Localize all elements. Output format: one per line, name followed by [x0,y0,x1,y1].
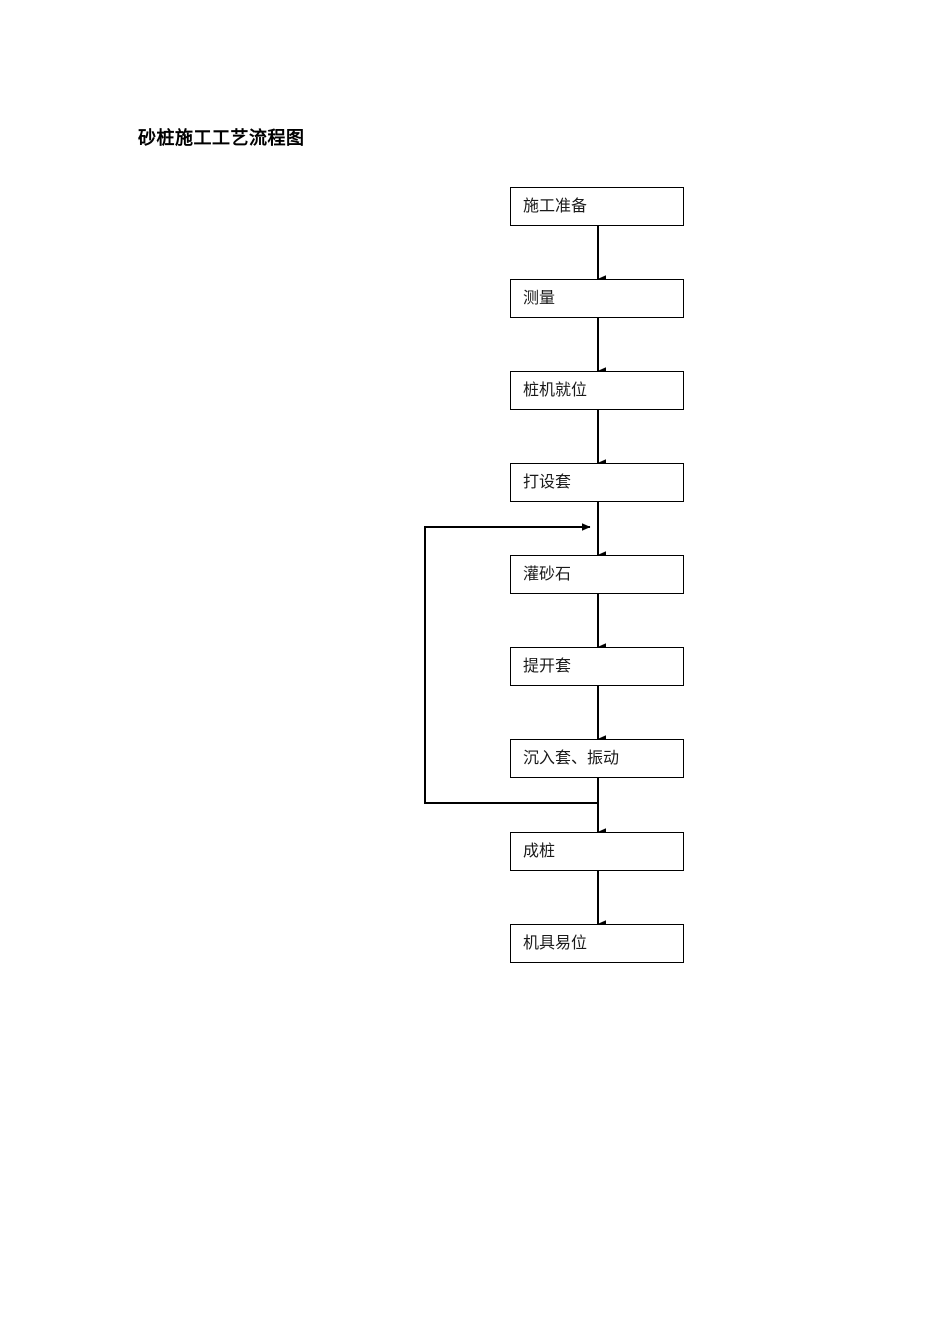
flow-node-zhuangji-jiuwei[interactable]: 桩机就位 [510,371,684,410]
flow-node-label: 机具易位 [523,934,588,952]
flow-node-shigong-zhunbei[interactable]: 施工准备 [510,187,684,226]
flow-node-chengzhuang[interactable]: 成桩 [510,832,684,871]
flow-node-label: 打设套 [523,473,572,491]
flow-node-label: 提开套 [523,657,572,675]
page-title: 砂桩施工工艺流程图 [138,128,305,148]
flow-node-guan-shashi[interactable]: 灌砂石 [510,555,684,594]
flow-node-label: 成桩 [523,842,556,860]
flow-node-label: 沉入套、振动 [523,749,620,767]
flow-node-celiang[interactable]: 测量 [510,279,684,318]
flow-node-label: 灌砂石 [523,565,572,583]
flow-node-label: 桩机就位 [523,381,588,399]
flow-node-chenru-tao-zhendong[interactable]: 沉入套、振动 [510,739,684,778]
flow-node-dashe-tao[interactable]: 打设套 [510,463,684,502]
flow-node-label: 测量 [523,289,556,307]
flow-node-label: 施工准备 [523,197,588,215]
flow-node-jiju-yiwei[interactable]: 机具易位 [510,924,684,963]
flow-node-tikai-tao[interactable]: 提开套 [510,647,684,686]
